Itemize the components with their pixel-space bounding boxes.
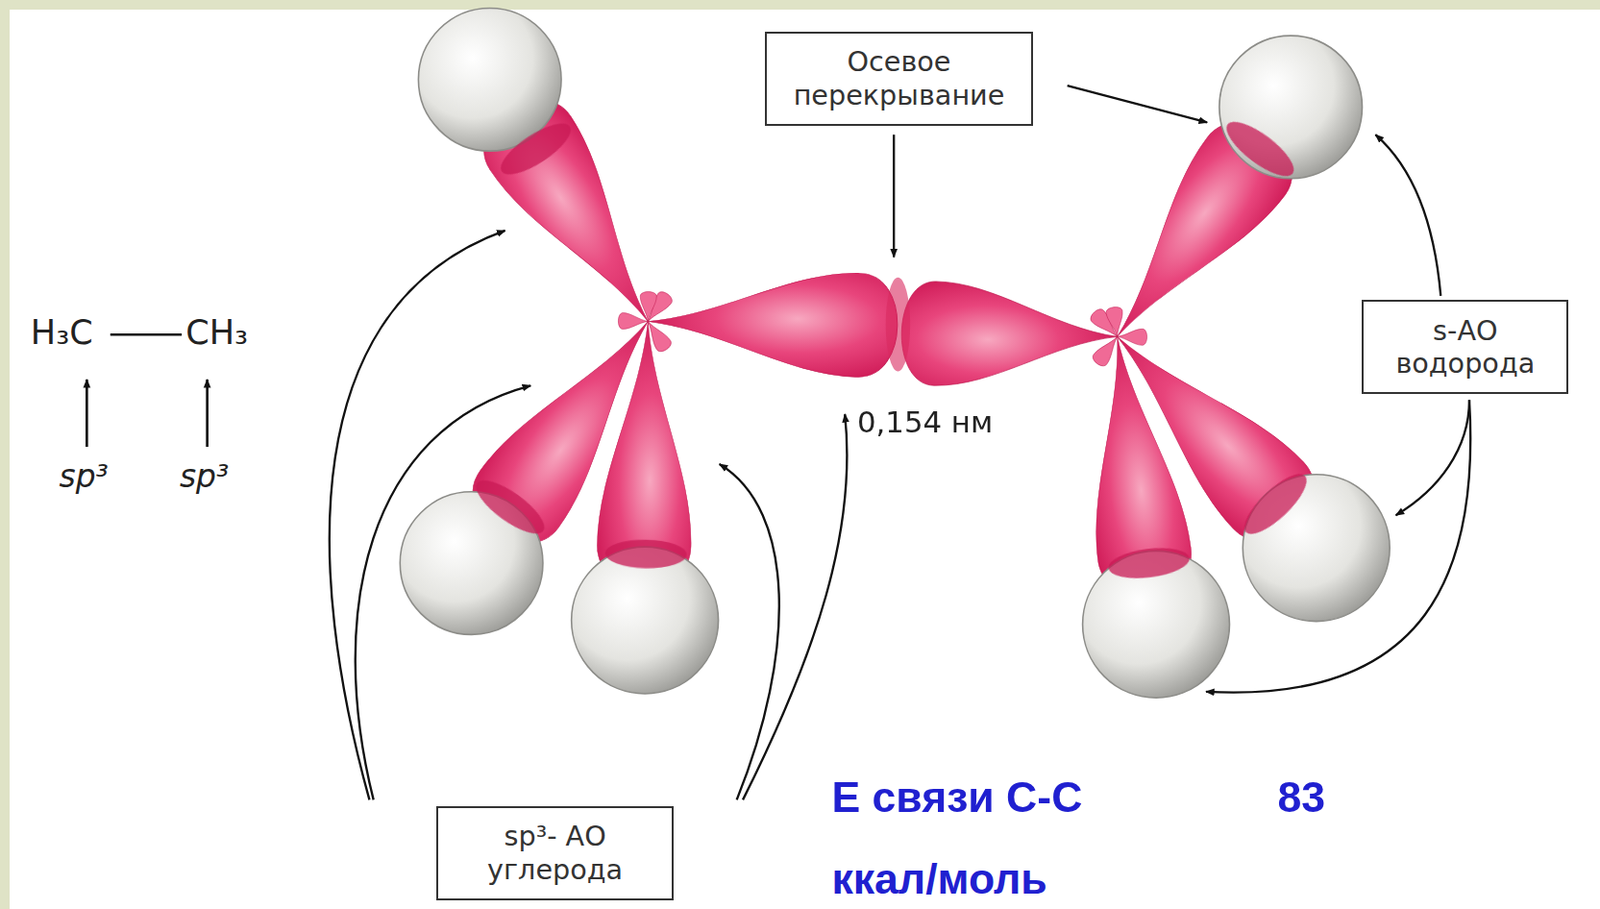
bond-energy-unit: ккал/моль — [831, 855, 1047, 903]
bond-length: 0,154 нм — [857, 406, 993, 440]
bond-energy: E связи C-C — [831, 773, 1083, 821]
box-text: s-АО водорода — [1373, 314, 1557, 381]
bond-energy-value: 83 — [1277, 773, 1326, 821]
box-text: sp³- АО углерода — [447, 819, 663, 887]
pointer-arrows — [329, 85, 1471, 800]
hybridization-label: sp³ — [179, 459, 229, 494]
callout-box: s-АО водорода — [1361, 299, 1569, 394]
callout-box: sp³- АО углерода — [436, 806, 674, 901]
back-lobes — [617, 289, 1147, 369]
formula-marks — [86, 334, 207, 447]
formula-group: H₃C — [30, 314, 94, 352]
page-ground — [9, 9, 1600, 909]
axial-overlap — [886, 277, 911, 372]
callout-box: Осевое перекрывание — [764, 31, 1034, 126]
formula-group: CH₃ — [185, 314, 248, 352]
hybridization-label: sp³ — [59, 459, 109, 494]
box-text: Осевое перекрывание — [776, 45, 1022, 112]
sp3-orbital-lobes — [456, 83, 1331, 600]
overlap-rims — [468, 113, 1315, 584]
hydrogen-s-orbitals — [399, 7, 1390, 698]
